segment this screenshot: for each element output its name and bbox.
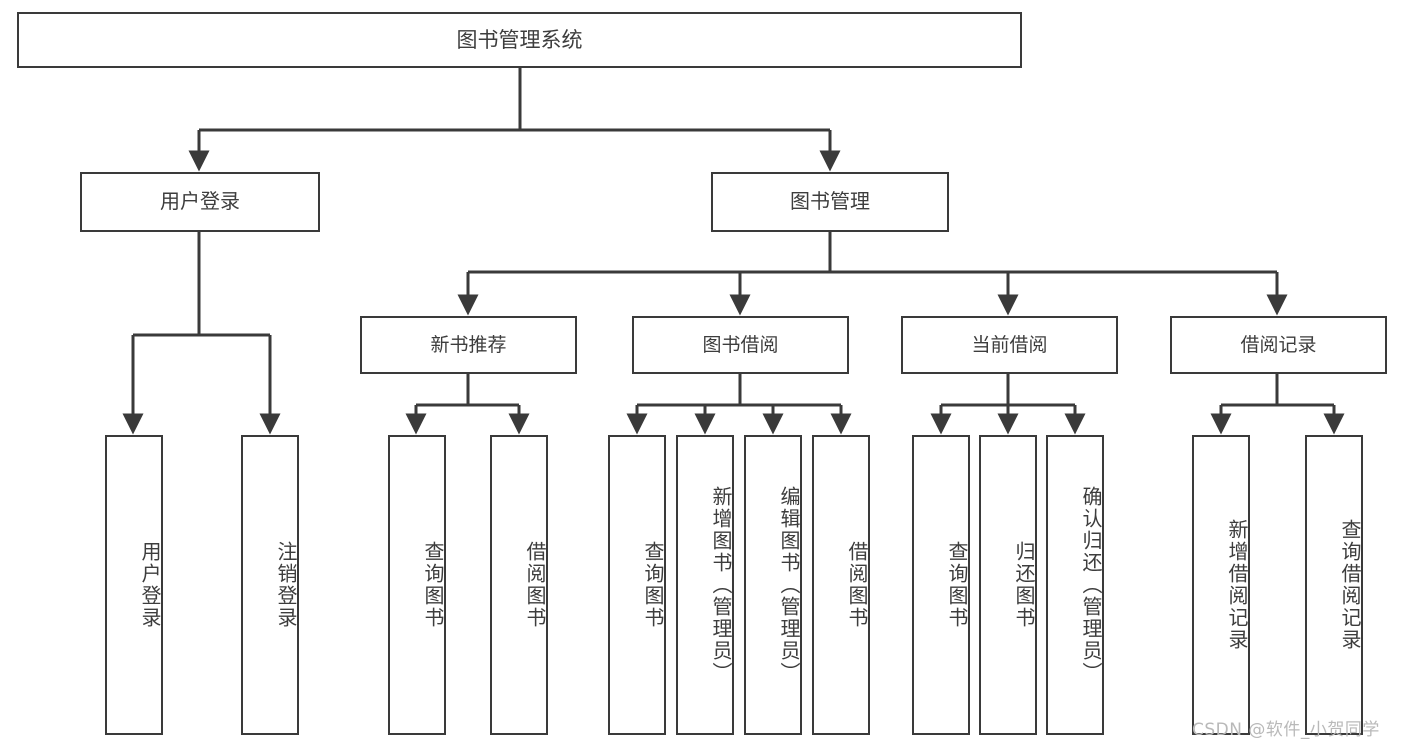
node-leaf-query-book-recommend-label: 查询图书 [421, 541, 445, 629]
node-group-new-book-recommend-label: 新书推荐 [430, 333, 507, 356]
node-leaf-user-login[interactable]: 用户登录 [105, 435, 163, 735]
node-leaf-user-logout-label: 注销登录 [274, 541, 298, 629]
node-user-login-label: 用户登录 [160, 189, 240, 214]
node-leaf-borrow-book[interactable]: 借阅图书 [812, 435, 870, 735]
node-leaf-query-borrow-record-label: 查询借阅记录 [1338, 519, 1362, 651]
node-group-borrow-record[interactable]: 借阅记录 [1170, 316, 1387, 374]
node-root-system-label: 图书管理系统 [456, 27, 583, 52]
node-leaf-confirm-return[interactable]: 确认归还（管理员） [1046, 435, 1104, 735]
node-leaf-user-login-label: 用户登录 [138, 541, 162, 629]
node-leaf-query-book-current[interactable]: 查询图书 [912, 435, 970, 735]
node-group-book-borrow[interactable]: 图书借阅 [632, 316, 849, 374]
node-leaf-query-book-borrow[interactable]: 查询图书 [608, 435, 666, 735]
node-book-manage-label: 图书管理 [790, 189, 870, 214]
node-leaf-query-book-current-label: 查询图书 [945, 541, 969, 629]
node-leaf-edit-book[interactable]: 编辑图书（管理员） [744, 435, 802, 735]
node-leaf-return-book[interactable]: 归还图书 [979, 435, 1037, 735]
node-leaf-confirm-return-label: 确认归还（管理员） [1079, 486, 1103, 684]
node-book-manage[interactable]: 图书管理 [711, 172, 949, 232]
node-leaf-query-borrow-record[interactable]: 查询借阅记录 [1305, 435, 1363, 735]
node-leaf-borrow-book-recommend[interactable]: 借阅图书 [490, 435, 548, 735]
node-group-current-borrow-label: 当前借阅 [971, 333, 1048, 356]
node-group-current-borrow[interactable]: 当前借阅 [901, 316, 1118, 374]
watermark-credit: CSDN @软件_小贺同学 [1192, 720, 1380, 740]
node-leaf-borrow-book-recommend-label: 借阅图书 [523, 541, 547, 629]
node-group-book-borrow-label: 图书借阅 [702, 333, 779, 356]
node-leaf-query-book-recommend[interactable]: 查询图书 [388, 435, 446, 735]
node-group-new-book-recommend[interactable]: 新书推荐 [360, 316, 577, 374]
node-leaf-add-borrow-record-label: 新增借阅记录 [1225, 519, 1249, 651]
node-leaf-return-book-label: 归还图书 [1012, 541, 1036, 629]
node-user-login[interactable]: 用户登录 [80, 172, 320, 232]
node-leaf-add-borrow-record[interactable]: 新增借阅记录 [1192, 435, 1250, 735]
node-root-system[interactable]: 图书管理系统 [17, 12, 1022, 68]
node-leaf-add-book-label: 新增图书（管理员） [709, 486, 733, 684]
node-leaf-user-logout[interactable]: 注销登录 [241, 435, 299, 735]
node-leaf-add-book[interactable]: 新增图书（管理员） [676, 435, 734, 735]
node-leaf-query-book-borrow-label: 查询图书 [641, 541, 665, 629]
node-group-borrow-record-label: 借阅记录 [1240, 333, 1317, 356]
node-leaf-edit-book-label: 编辑图书（管理员） [777, 486, 801, 684]
node-leaf-borrow-book-label: 借阅图书 [845, 541, 869, 629]
